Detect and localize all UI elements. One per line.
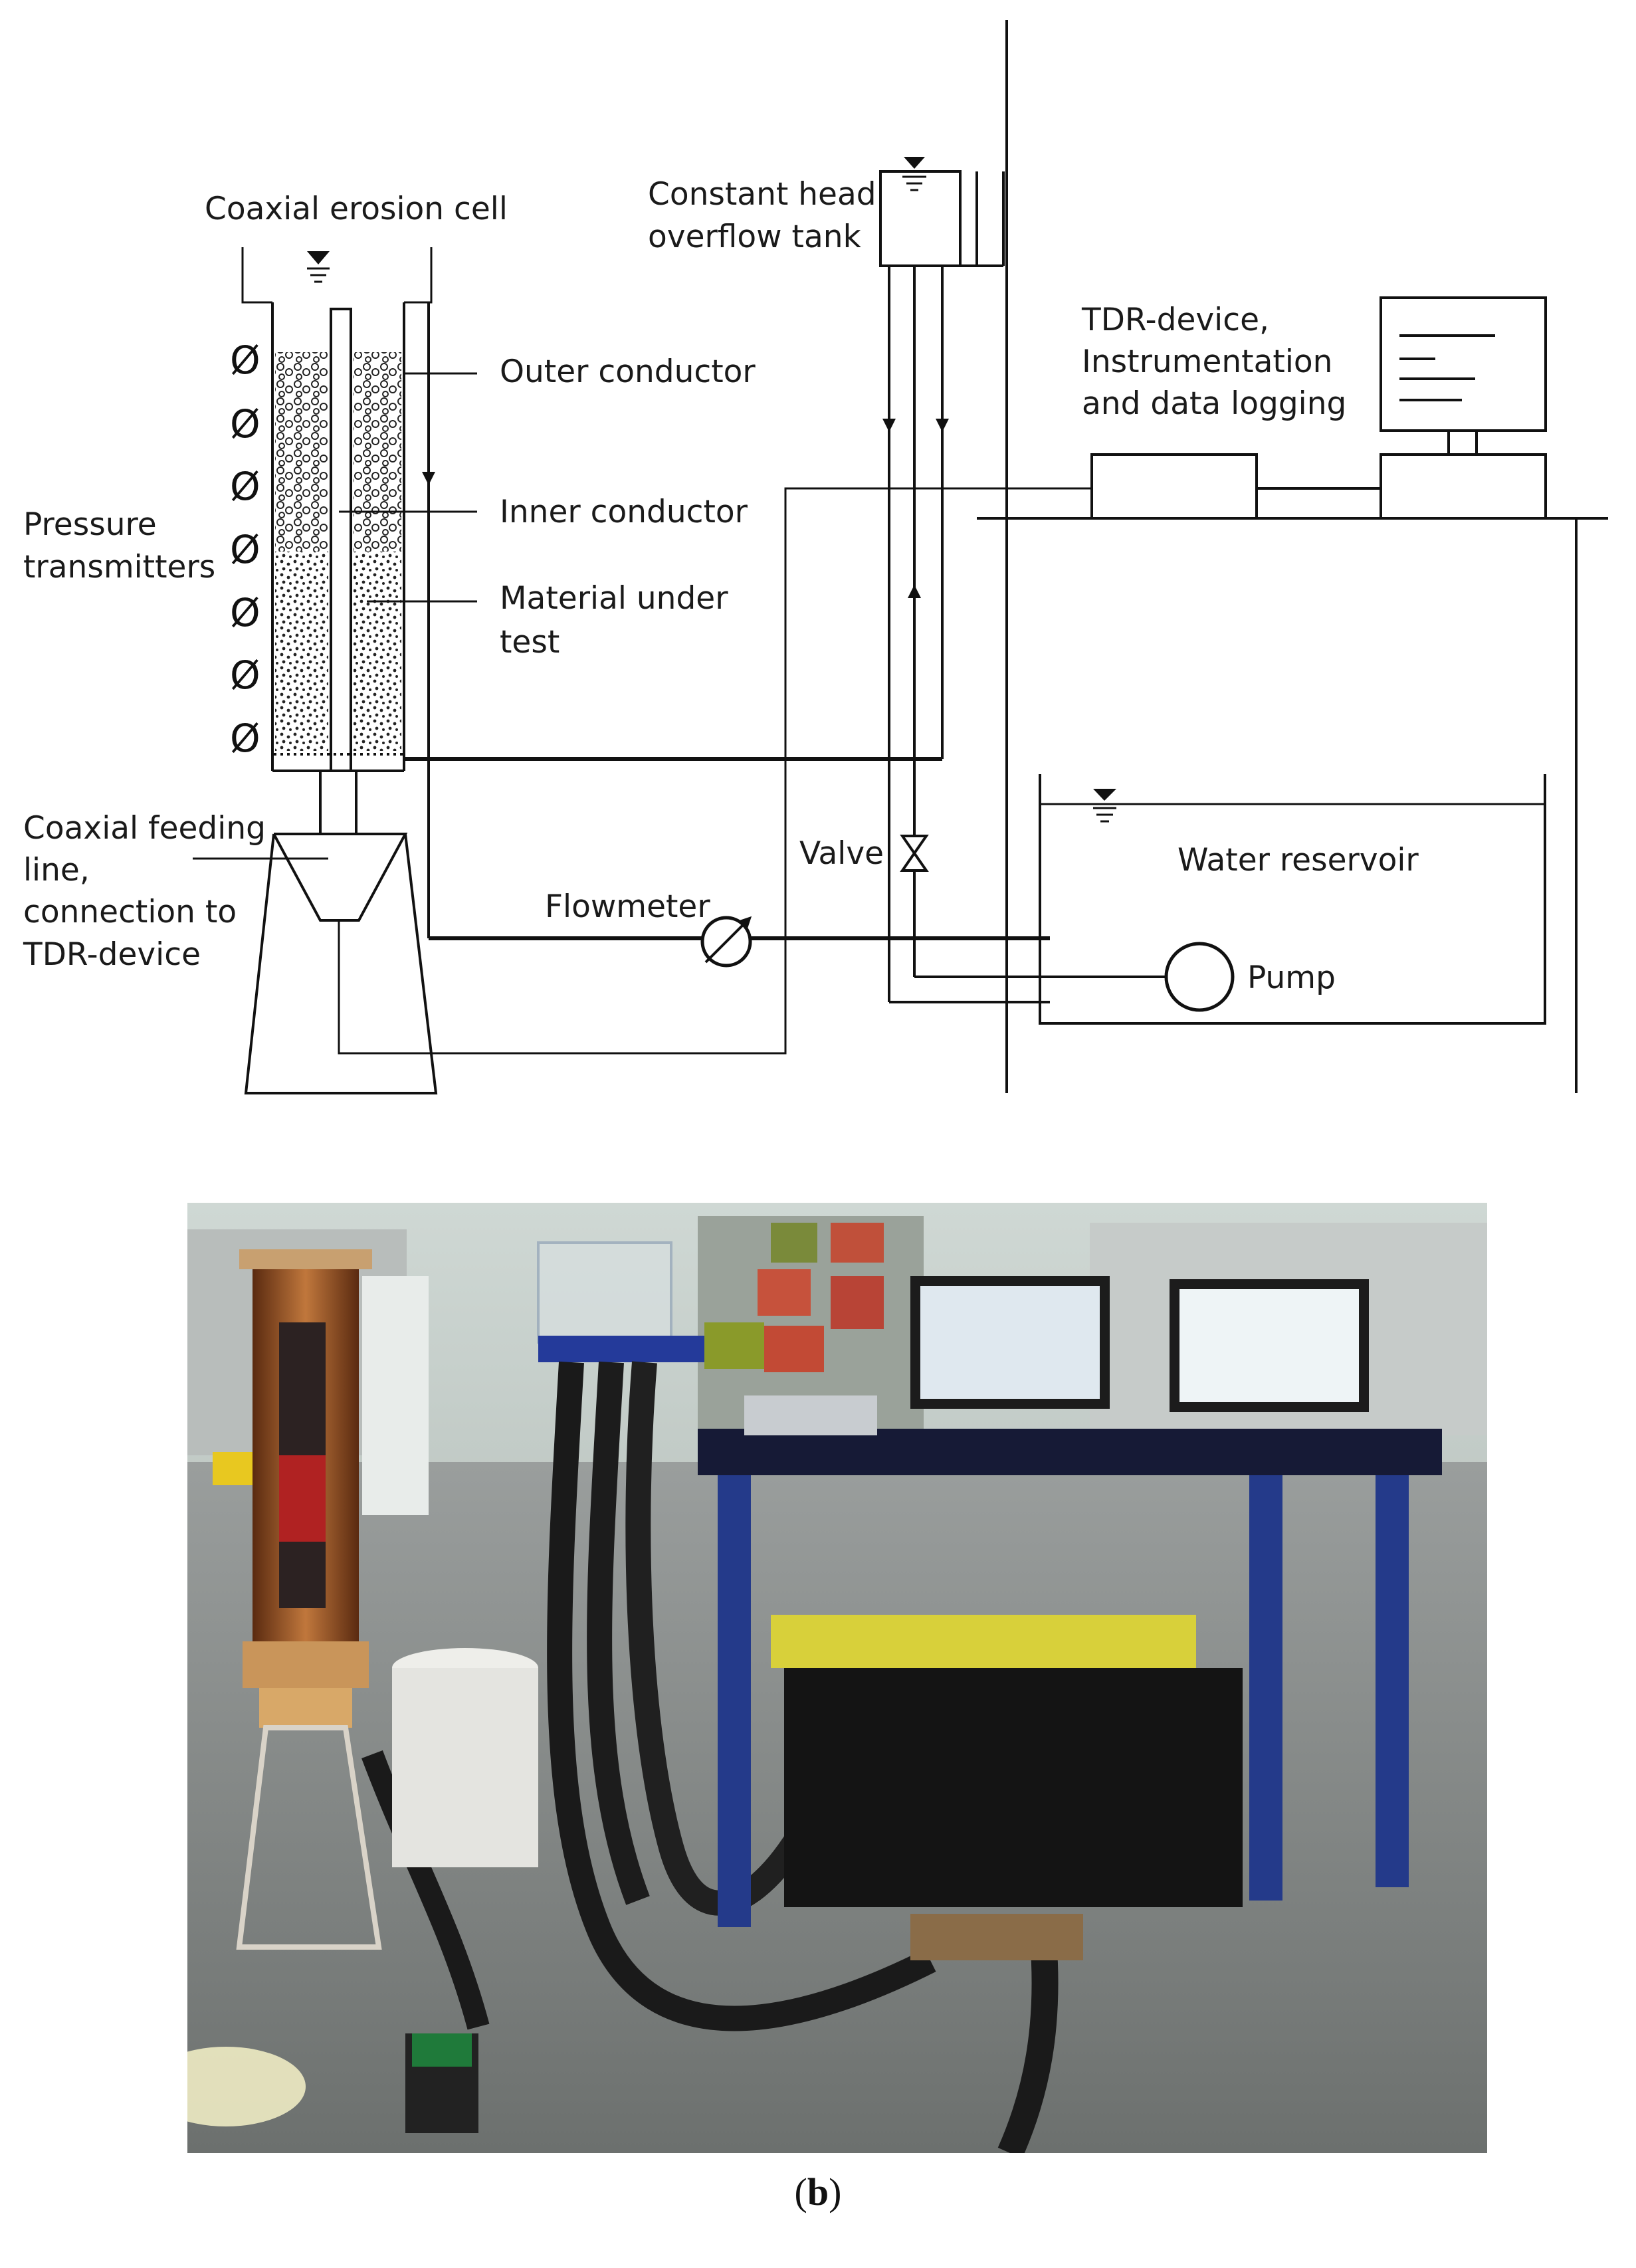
pressure-symbol: Ø	[230, 590, 260, 635]
flowmeter	[700, 916, 752, 968]
label-feeding-3: connection to	[23, 894, 237, 930]
label-feeding-2: line,	[23, 852, 90, 888]
label-outer-conductor: Outer conductor	[500, 354, 756, 390]
caption-b: (b)	[795, 2170, 842, 2214]
tdr-device	[1090, 296, 1547, 520]
label-material-1: Material under	[500, 580, 728, 617]
lab-photograph	[187, 1203, 1487, 2153]
schematic-diagram: Ø Ø Ø Ø Ø Ø Ø	[23, 20, 1608, 1123]
label-material-2: test	[500, 624, 560, 661]
pump	[1164, 942, 1235, 1012]
label-pressure-2: transmitters	[23, 549, 215, 585]
erosion-cell	[241, 247, 438, 1094]
pressure-symbol: Ø	[230, 716, 260, 761]
water-reservoir	[1039, 774, 1546, 1025]
label-feeding-1: Coaxial feeding	[23, 810, 266, 847]
pressure-symbol: Ø	[230, 401, 260, 447]
label-inner-conductor: Inner conductor	[500, 494, 748, 530]
pressure-symbol: Ø	[230, 464, 260, 509]
label-constant-head-1: Constant head	[648, 176, 876, 213]
valve	[900, 835, 929, 872]
label-coaxial-erosion-cell: Coaxial erosion cell	[205, 191, 508, 227]
label-tdr-3: and data logging	[1082, 385, 1346, 422]
label-pump: Pump	[1247, 960, 1336, 996]
label-valve: Valve	[799, 835, 884, 872]
pressure-symbol: Ø	[230, 338, 260, 383]
label-constant-head-2: overflow tank	[648, 219, 862, 255]
caption-a: (a)	[795, 1118, 841, 1123]
label-water-reservoir: Water reservoir	[1177, 842, 1419, 878]
label-flowmeter: Flowmeter	[545, 888, 710, 925]
pressure-symbol: Ø	[230, 653, 260, 698]
pressure-transmitters: Ø Ø Ø Ø Ø Ø Ø	[230, 338, 260, 761]
pressure-symbol: Ø	[230, 527, 260, 572]
label-tdr-2: Instrumentation	[1082, 344, 1332, 380]
constant-head-tank	[879, 157, 1005, 1002]
label-tdr-1: TDR-device,	[1081, 302, 1269, 338]
label-pressure-1: Pressure	[23, 506, 157, 543]
label-feeding-4: TDR-device	[23, 936, 201, 973]
